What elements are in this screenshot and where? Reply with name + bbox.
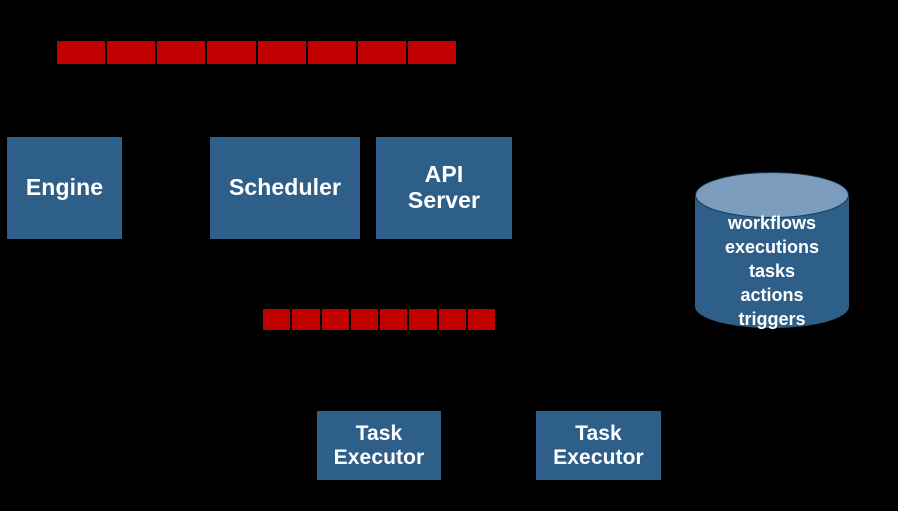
bus-segment: [57, 41, 108, 64]
bus-segment: [380, 309, 410, 330]
node-task-executor-1-label: Task Executor: [333, 421, 425, 469]
cylinder-top-ellipse: [695, 172, 849, 218]
database-entity-list: workflows executions tasks actions triggers: [695, 212, 849, 332]
bus-segment: [357, 41, 408, 64]
bus-segment: [107, 41, 158, 64]
node-api-server[interactable]: API Server: [376, 137, 512, 239]
bus-segment: [409, 309, 439, 330]
database-entity: triggers: [738, 308, 806, 329]
node-engine[interactable]: Engine: [7, 137, 122, 239]
top-message-bus: [57, 41, 456, 64]
lower-message-bus: [263, 309, 495, 330]
database-entity: actions: [740, 284, 804, 305]
bus-segment: [467, 309, 495, 330]
bus-segment: [321, 309, 351, 330]
bus-segment: [263, 309, 293, 330]
node-scheduler-label: Scheduler: [228, 174, 342, 201]
database-entity: executions: [724, 236, 820, 257]
node-task-executor-1[interactable]: Task Executor: [317, 411, 441, 480]
bus-segment: [257, 41, 308, 64]
database-entity: workflows: [727, 213, 816, 233]
node-scheduler[interactable]: Scheduler: [210, 137, 360, 239]
bus-segment: [307, 41, 358, 64]
bus-segment: [350, 309, 380, 330]
database-entity: tasks: [748, 260, 796, 281]
node-api-server-label: API Server: [407, 161, 481, 213]
bus-segment: [157, 41, 208, 64]
node-engine-label: Engine: [25, 174, 104, 201]
bus-segment: [407, 41, 456, 64]
bus-segment: [438, 309, 468, 330]
bus-segment: [292, 309, 322, 330]
node-task-executor-2[interactable]: Task Executor: [536, 411, 661, 480]
bus-segment: [207, 41, 258, 64]
node-task-executor-2-label: Task Executor: [553, 421, 644, 469]
database-cylinder[interactable]: workflows executions tasks actions triggers: [695, 172, 849, 329]
